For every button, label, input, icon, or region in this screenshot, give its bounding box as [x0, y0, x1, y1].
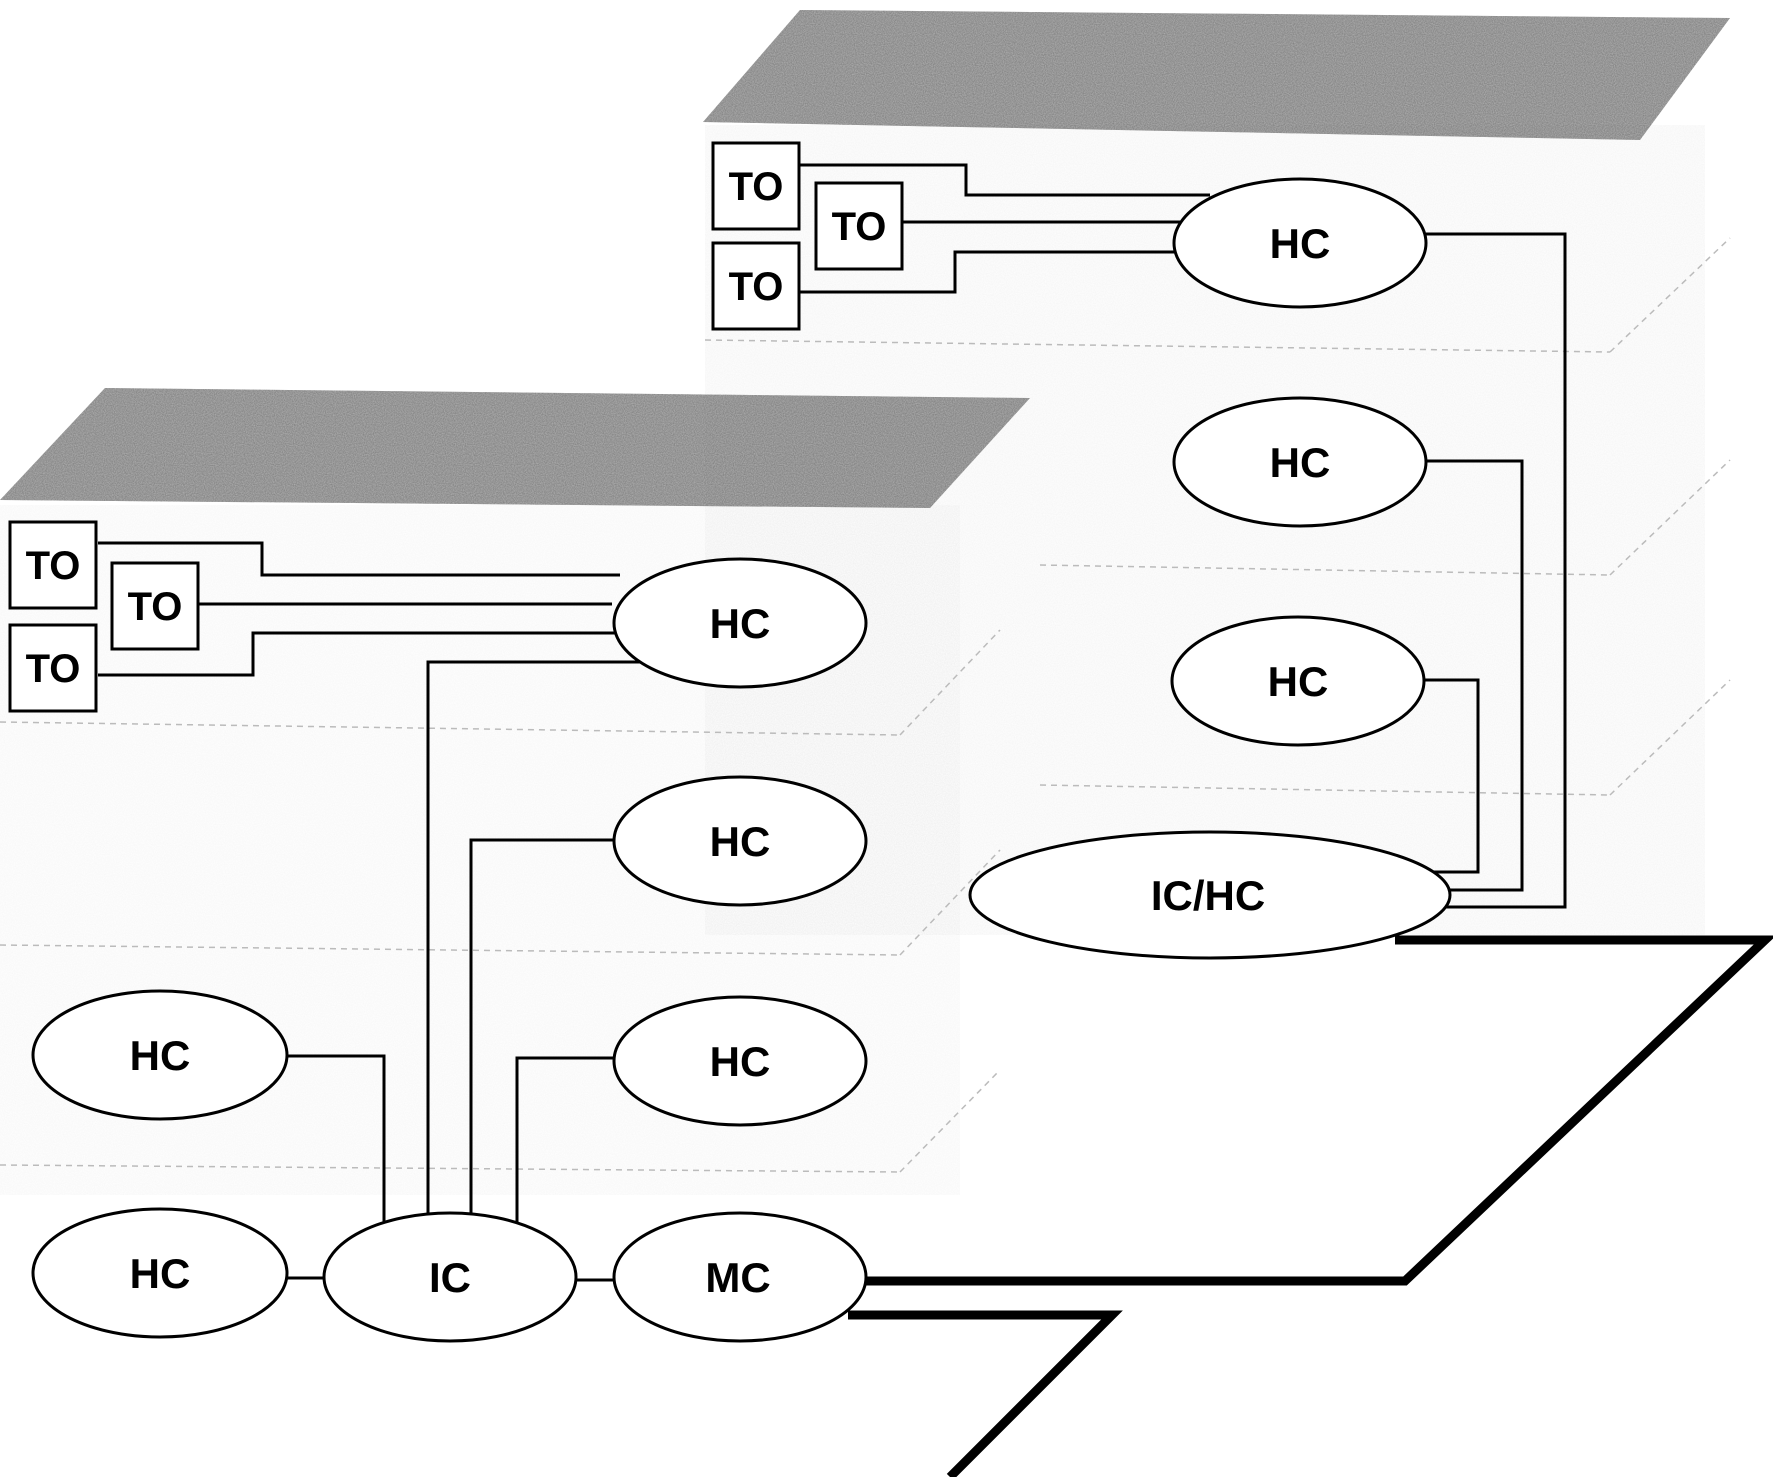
- horizontal-cables: [98, 163, 1567, 1282]
- right-floor-line: [1039, 784, 1611, 796]
- telecom-outlet-label: TO: [26, 647, 81, 691]
- horizontal-crossconnect-label: HC: [130, 1032, 191, 1079]
- left-floor-line: [0, 721, 901, 736]
- campus-backbone-cable: [858, 935, 1773, 1286]
- left-ground-distributors: HC HC: [31, 989, 289, 1339]
- telecom-outlet: [711, 241, 801, 331]
- horizontal-crossconnect: [31, 1207, 289, 1339]
- horizontal-crossconnect: [1170, 615, 1426, 747]
- main-crossconnect-label: MC: [705, 1254, 770, 1301]
- horizontal-crossconnect: [612, 557, 868, 689]
- right-floor-line: [704, 339, 1611, 353]
- horizontal-crossconnect-label: HC: [130, 1250, 191, 1297]
- left-floor-line: [0, 1164, 901, 1173]
- left-outlets: TO TO TO: [8, 520, 200, 713]
- left-floor-line: [899, 849, 1001, 956]
- right-floor-line: [1039, 564, 1611, 576]
- intermediate-crossconnect-label: IC: [429, 1254, 471, 1301]
- horizontal-crossconnect: [1172, 177, 1428, 309]
- right-building-distributor: IC/HC: [968, 830, 1452, 960]
- horizontal-crossconnect-label: HC: [710, 600, 771, 647]
- intermediate-crossconnect: [322, 1211, 578, 1343]
- backbone-cables: [848, 935, 1773, 1477]
- horizontal-crossconnect: [31, 989, 289, 1121]
- telecom-outlet-label: TO: [729, 265, 784, 309]
- left-floor-line: [0, 944, 901, 956]
- right-outlets: TO TO TO: [711, 141, 904, 331]
- telecom-outlet-label: TO: [832, 205, 887, 249]
- horizontal-crossconnect-label: HC: [710, 818, 771, 865]
- left-floor-line: [899, 1069, 1001, 1173]
- intermediate-horizontal-crossconnect-label: IC/HC: [1151, 872, 1265, 919]
- telecom-outlet: [814, 181, 904, 271]
- right-floor-distributors: HC HC HC: [1170, 177, 1428, 747]
- right-floor-line: [1609, 237, 1731, 353]
- intermediate-horizontal-crossconnect: [968, 830, 1452, 960]
- horizontal-crossconnect: [612, 995, 868, 1127]
- left-floor-line: [899, 629, 1001, 736]
- main-crossconnect: [612, 1211, 868, 1343]
- right-floor-line: [1609, 459, 1731, 576]
- right-floor-line: [1609, 679, 1731, 796]
- horizontal-crossconnect-label: HC: [1270, 220, 1331, 267]
- left-crossconnects: IC MC: [322, 1211, 868, 1343]
- horizontal-crossconnect: [612, 775, 868, 907]
- horizontal-crossconnect-label: HC: [1270, 439, 1331, 486]
- left-floor-distributors: HC HC HC: [612, 557, 868, 1127]
- telecom-outlet: [8, 623, 98, 713]
- telecom-outlet: [110, 561, 200, 651]
- horizontal-crossconnect: [1172, 396, 1428, 528]
- telecom-outlet-label: TO: [729, 165, 784, 209]
- telecom-outlet: [8, 520, 98, 610]
- telecom-outlet: [711, 141, 801, 231]
- telecom-outlet-label: TO: [128, 585, 183, 629]
- outgoing-backbone-cable: [848, 1310, 1123, 1477]
- telecom-outlet-label: TO: [26, 544, 81, 588]
- horizontal-crossconnect-label: HC: [1268, 658, 1329, 705]
- horizontal-crossconnect-label: HC: [710, 1038, 771, 1085]
